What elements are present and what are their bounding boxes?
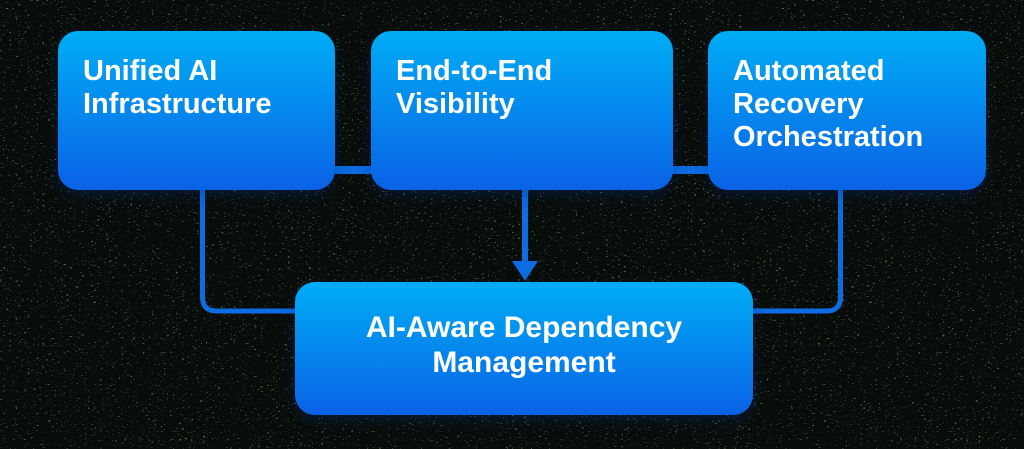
node-automated-recovery-orchestration: Automated Recovery Orchestration (708, 31, 986, 190)
arrowhead-down-icon (512, 261, 538, 281)
node-unified-ai-infrastructure: Unified AI Infrastructure (58, 31, 335, 190)
connector-automated-to-dependency (752, 189, 843, 314)
connector-unified-to-dependency (200, 189, 296, 314)
node-label: Unified AI Infrastructure (83, 55, 272, 120)
node-label: Automated Recovery Orchestration (733, 55, 924, 153)
node-label: AI-Aware Dependency Management (365, 310, 683, 379)
node-end-to-end-visibility: End-to-End Visibility (371, 31, 673, 190)
node-label: End-to-End Visibility (396, 55, 553, 120)
node-ai-aware-dependency-management: AI-Aware Dependency Management (295, 282, 753, 415)
